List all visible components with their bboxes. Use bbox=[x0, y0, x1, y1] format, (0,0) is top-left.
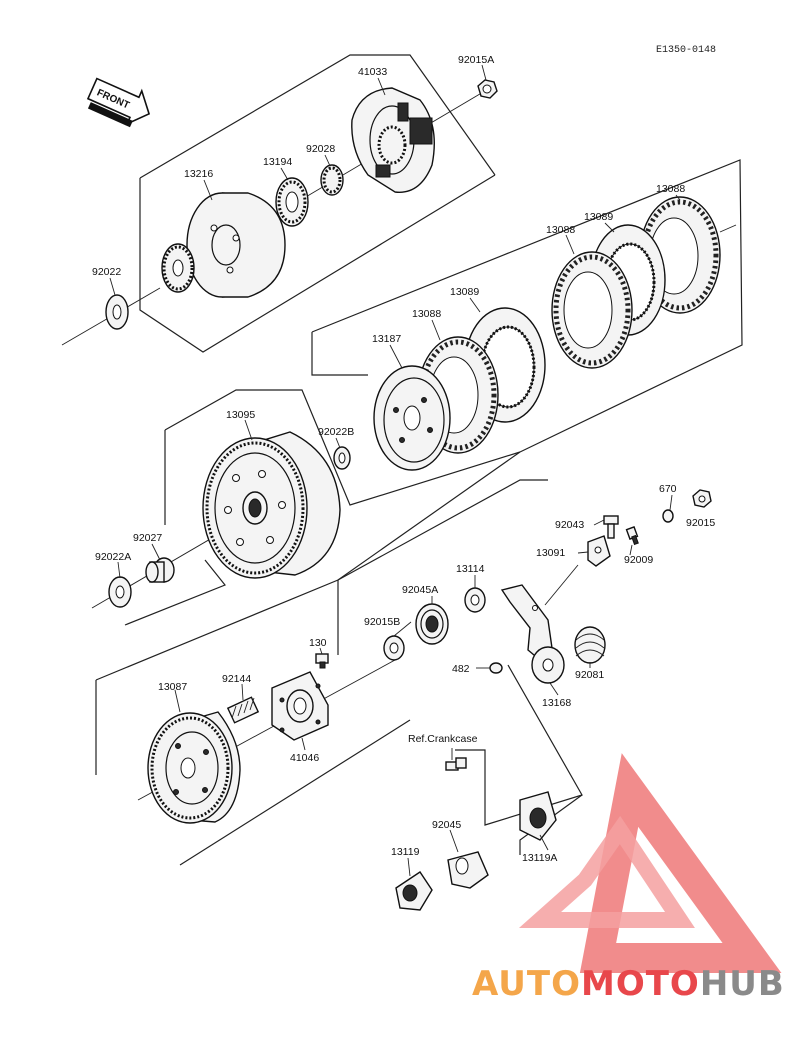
ball-bearing-92045A bbox=[415, 603, 449, 645]
clutch-hub-13087 bbox=[147, 711, 241, 824]
clutch-housing-13095 bbox=[202, 431, 341, 579]
label-670: 670 bbox=[659, 483, 677, 495]
label-92015: 92015 bbox=[686, 517, 715, 529]
watermark-hub: HUB bbox=[700, 964, 785, 1004]
diagram-code: E1350-0148 bbox=[656, 45, 716, 56]
label-92009: 92009 bbox=[624, 554, 653, 566]
watermark-auto: AUTO bbox=[472, 964, 581, 1004]
washer-92022B bbox=[333, 446, 351, 470]
oil-seal-92045 bbox=[447, 851, 489, 889]
screw-92009 bbox=[625, 526, 639, 546]
label-92022A: 92022A bbox=[95, 551, 131, 563]
label-482: 482 bbox=[452, 663, 470, 675]
release-mechanism-frame bbox=[337, 479, 583, 855]
label-92144: 92144 bbox=[222, 673, 251, 685]
sleeve-92027 bbox=[145, 557, 175, 583]
bearing-holder-41046 bbox=[271, 671, 329, 741]
label-92022B: 92022B bbox=[318, 426, 354, 438]
watermark-moto: MOTO bbox=[581, 964, 700, 1004]
label-13168: 13168 bbox=[542, 697, 571, 709]
bearing-92015B bbox=[383, 635, 405, 661]
label-13187: 13187 bbox=[372, 333, 401, 345]
pin-92043 bbox=[603, 515, 619, 539]
label-13089-mid: 13089 bbox=[450, 286, 479, 298]
bolt-130 bbox=[315, 653, 329, 669]
label-92045: 92045 bbox=[432, 819, 461, 831]
watermark-text: AUTOMOTOHUB bbox=[472, 964, 785, 1004]
label-92022: 92022 bbox=[92, 266, 121, 278]
front-arrow-icon: FRONT bbox=[86, 77, 151, 128]
spring-92144 bbox=[226, 696, 260, 724]
oil-pump-gear-41033 bbox=[351, 87, 435, 193]
adjuster-13091 bbox=[587, 535, 611, 567]
label-13119: 13119 bbox=[391, 846, 420, 858]
pin-ref-crankcase bbox=[445, 757, 467, 771]
release-shaft-13119A bbox=[519, 791, 557, 841]
label-13119A: 13119A bbox=[522, 852, 557, 864]
leader-lines bbox=[109, 64, 681, 877]
pusher-13114 bbox=[464, 587, 486, 613]
label-13194: 13194 bbox=[263, 156, 292, 168]
clutch-plates-group-frame bbox=[311, 159, 743, 453]
needle-bearing-13194 bbox=[275, 177, 309, 227]
label-92081: 92081 bbox=[575, 669, 604, 681]
spring-92081 bbox=[574, 626, 606, 664]
nut-92015A bbox=[477, 79, 498, 99]
label-13089-top: 13089 bbox=[584, 211, 613, 223]
label-13088-mid: 13088 bbox=[546, 224, 575, 236]
collar-92028 bbox=[320, 164, 344, 196]
label-41046: 41046 bbox=[290, 752, 319, 764]
release-shaft-13119 bbox=[395, 871, 433, 911]
circlip-482 bbox=[489, 662, 503, 674]
part-labels: 41033 92015A 13216 13194 92028 92022 130… bbox=[92, 54, 715, 864]
primary-gear-13216 bbox=[161, 192, 286, 298]
label-13095: 13095 bbox=[226, 409, 255, 421]
label-92015A: 92015A bbox=[458, 54, 494, 66]
release-lever-13168 bbox=[500, 584, 565, 684]
label-13216: 13216 bbox=[184, 168, 213, 180]
label-130: 130 bbox=[309, 637, 327, 649]
label-92045A: 92045A bbox=[402, 584, 438, 596]
label-13087: 13087 bbox=[158, 681, 187, 693]
label-13091: 13091 bbox=[536, 547, 565, 559]
label-92028: 92028 bbox=[306, 143, 335, 155]
label-13088-top: 13088 bbox=[656, 183, 685, 195]
washer-92022A bbox=[108, 576, 132, 608]
label-13114: 13114 bbox=[456, 563, 485, 575]
pressure-plate-13187 bbox=[373, 365, 451, 471]
washer-92022 bbox=[105, 294, 129, 330]
washer-670 bbox=[662, 509, 674, 523]
nut-92015 bbox=[692, 489, 712, 508]
automotohub-logo bbox=[518, 753, 782, 973]
label-41033: 41033 bbox=[358, 66, 387, 78]
friction-plate-13088-mid bbox=[551, 251, 633, 369]
label-92027: 92027 bbox=[133, 532, 162, 544]
label-13088-low: 13088 bbox=[412, 308, 441, 320]
label-92015B: 92015B bbox=[364, 616, 400, 628]
ref-crankcase-label: Ref.Crankcase bbox=[408, 733, 478, 745]
label-92043: 92043 bbox=[555, 519, 584, 531]
